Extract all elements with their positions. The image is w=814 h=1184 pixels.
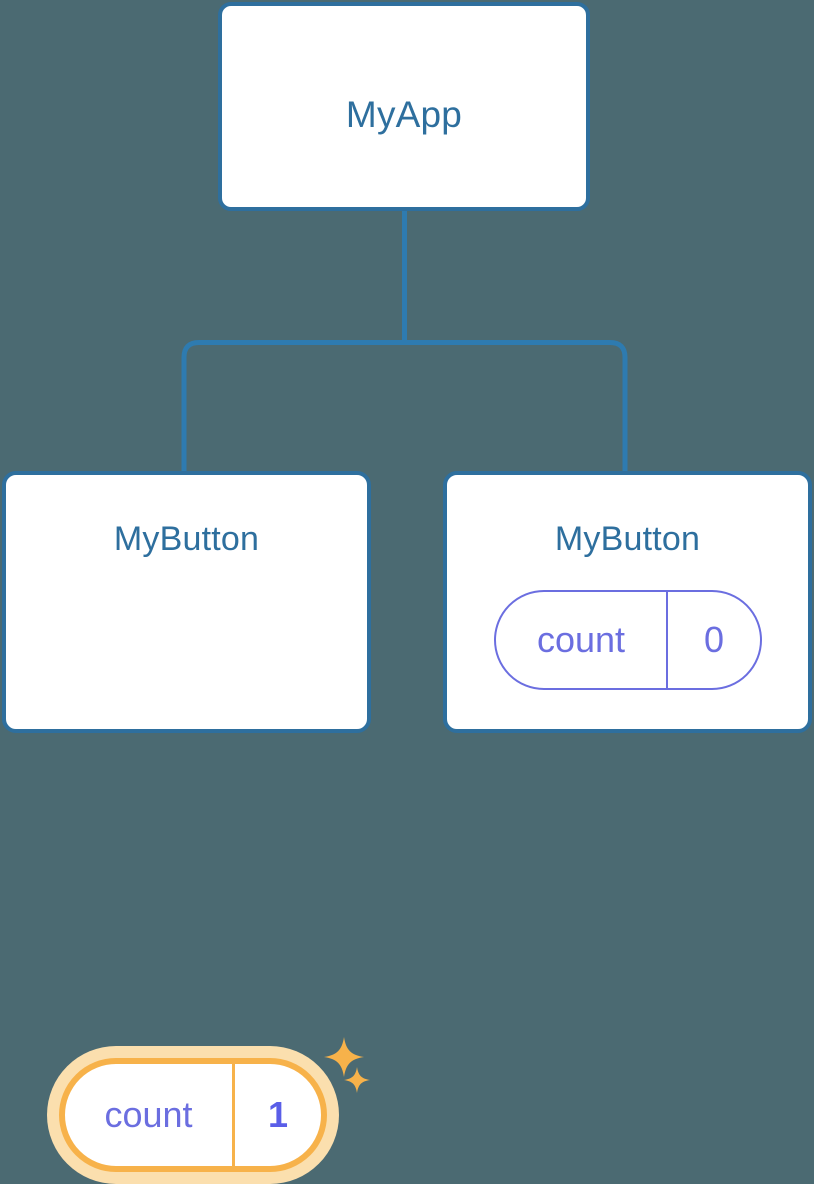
node-mybutton-left-title: MyButton: [113, 520, 260, 558]
node-mybutton-right-title: MyButton: [554, 520, 701, 558]
node-myapp[interactable]: MyApp: [218, 2, 590, 211]
state-value-left: 1: [267, 1094, 289, 1135]
node-myapp-title: MyApp: [345, 94, 463, 135]
edge-branch-left: [181, 340, 405, 471]
state-key-left: count: [65, 1064, 235, 1166]
state-value-right: 0: [703, 619, 725, 660]
node-mybutton-left[interactable]: MyButton count 1: [2, 471, 371, 1184]
edge-branch-right: [404, 340, 628, 471]
state-key-right: count: [496, 592, 668, 688]
sparkle-small-icon: [344, 1067, 370, 1093]
state-pill-glow-left: count 1: [47, 1046, 339, 1184]
sparkle-large-icon: [324, 1037, 364, 1077]
state-pill-left[interactable]: count 1: [59, 1058, 327, 1172]
state-pill-right[interactable]: count 0: [494, 590, 762, 690]
